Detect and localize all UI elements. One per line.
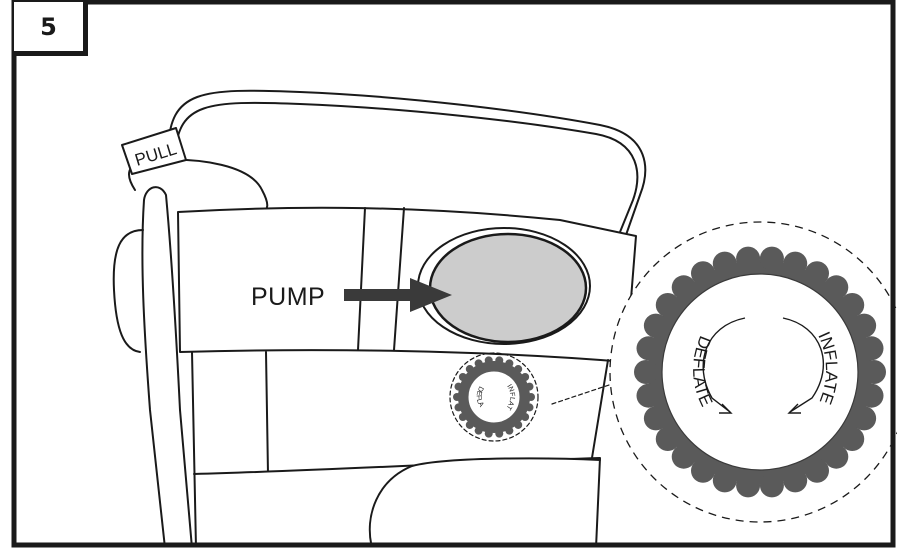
valve-scallop xyxy=(783,252,807,276)
valve-scallop xyxy=(852,314,876,338)
valve-scallop xyxy=(459,373,467,381)
valve-scallop xyxy=(495,356,503,364)
valve-small-ring xyxy=(453,356,535,437)
valve-scallop xyxy=(691,261,715,285)
valve-scallop xyxy=(805,459,829,483)
valve-scallop xyxy=(840,293,864,317)
valve-scallop xyxy=(527,393,535,401)
valve-scallop xyxy=(634,360,658,384)
valve-scallop xyxy=(736,473,760,497)
valve-scallop xyxy=(852,406,876,430)
valve-scallop xyxy=(636,336,660,360)
valve-scallop xyxy=(713,468,737,492)
valve-scallop xyxy=(521,413,529,421)
lower-shell xyxy=(192,352,196,548)
valve-scallop xyxy=(824,445,848,469)
valve-scallop xyxy=(526,383,534,391)
valve-scallop xyxy=(455,403,463,411)
valve-scallop xyxy=(459,413,467,421)
valve-scallop xyxy=(521,373,529,381)
valve-scallop xyxy=(672,275,696,299)
valve-scallop xyxy=(644,314,668,338)
inner-seam xyxy=(266,352,268,474)
valve-scallop xyxy=(656,427,680,451)
lower-shell-right xyxy=(590,360,608,470)
valve-scallop xyxy=(475,427,483,435)
valve-scallop xyxy=(805,261,829,285)
valve-scallop xyxy=(860,384,884,408)
valve-scallop xyxy=(760,247,784,271)
strut-padding xyxy=(114,230,143,352)
valve-scallop xyxy=(862,360,886,384)
valve-scallop xyxy=(736,247,760,271)
valve-scallop xyxy=(455,383,463,391)
valve-scallop xyxy=(514,421,522,429)
valve-scallop xyxy=(475,359,483,367)
valve-scallop xyxy=(691,459,715,483)
valve-scallop xyxy=(713,252,737,276)
valve-scallop xyxy=(514,365,522,373)
valve-scallop xyxy=(760,473,784,497)
step-number-box: 5 xyxy=(14,2,88,56)
valve-scallop xyxy=(505,427,513,435)
valve-scallop xyxy=(636,384,660,408)
valve-scallop xyxy=(783,468,807,492)
valve-zoom xyxy=(610,222,897,522)
pump-dome xyxy=(430,234,586,342)
valve-scallop xyxy=(485,430,493,438)
valve-scallop xyxy=(466,421,474,429)
valve-scallop xyxy=(466,365,474,373)
valve-scallop xyxy=(644,406,668,430)
pump-label: PUMP xyxy=(251,283,325,312)
valve-scallop xyxy=(505,359,513,367)
valve-scallop xyxy=(860,336,884,360)
valve-scallop xyxy=(453,393,461,401)
step-number: 5 xyxy=(40,13,57,41)
valve-scallop xyxy=(485,356,493,364)
valve-scallop xyxy=(526,403,534,411)
valve-scallop xyxy=(495,430,503,438)
